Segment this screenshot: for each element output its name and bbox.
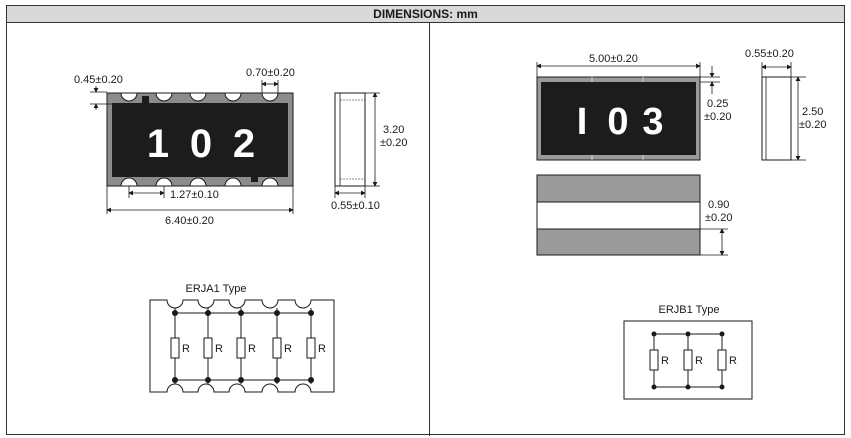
dim-length-label: 6.40±0.20	[165, 215, 214, 227]
dim-length-label: 5.00±0.20	[589, 53, 638, 65]
dim-width-label-2: ±0.20	[380, 137, 407, 149]
dim-gap-label: 0.70±0.20	[246, 67, 295, 79]
erjb1-front-view	[536, 174, 701, 256]
dim-side-width-label: 0.55±0.20	[745, 48, 794, 60]
marking-digit-2: 0	[190, 122, 212, 166]
panel-divider	[429, 23, 430, 436]
resistor-label: R	[729, 355, 737, 367]
dim-thick-label-1: 0.90	[708, 199, 729, 211]
resistor-label: R	[661, 355, 669, 367]
erja1-side-dimensions	[334, 92, 380, 198]
dim-height-label-1: 2.50	[802, 106, 823, 118]
erjb1-side-dimensions	[761, 62, 806, 161]
index-mark-bottom	[251, 173, 258, 182]
erja1-chip-top-view: 1 0 2	[106, 92, 294, 187]
erjb1-dimensions	[536, 62, 720, 94]
resistor-label: R	[182, 343, 190, 355]
erjb1-chip-top-view: I 0 3	[536, 76, 701, 161]
index-mark	[142, 96, 149, 105]
dim-pad-label-2: ±0.20	[704, 111, 731, 123]
erja1-side-view	[334, 92, 366, 187]
resistor-label: R	[695, 355, 703, 367]
dim-pitch-label: 1.27±0.10	[170, 189, 219, 201]
erja1-dimensions	[90, 80, 294, 214]
resistor-label: R	[318, 343, 326, 355]
dim-thickness-label: 0.55±0.10	[331, 200, 380, 212]
sheet-header: DIMENSIONS: mm	[7, 6, 844, 23]
resistor-label: R	[248, 343, 256, 355]
resistor-label: R	[215, 343, 223, 355]
erjb1-schematic	[623, 320, 753, 400]
marking-digit-1: I	[577, 101, 588, 143]
sheet-title: DIMENSIONS: mm	[373, 7, 478, 21]
dim-thick-label-2: ±0.20	[705, 212, 732, 224]
erjb1-side-view	[761, 76, 792, 161]
erjb1-thickness-dimension	[700, 228, 728, 256]
erja1-schematic	[149, 299, 335, 393]
dim-height-label-2: ±0.20	[799, 119, 826, 131]
dim-pad-label-1: 0.25	[707, 98, 728, 110]
dim-width-label-1: 3.20	[383, 124, 404, 136]
marking-digit-2: 0	[607, 101, 628, 143]
erjb1-schematic-title: ERJB1 Type	[659, 304, 720, 316]
marking-digit-3: 2	[233, 122, 255, 166]
marking-digit-3: 3	[642, 101, 663, 143]
dim-pad-label: 0.45±0.20	[74, 74, 123, 86]
erja1-schematic-title: ERJA1 Type	[186, 283, 247, 295]
marking-digit-1: 1	[147, 122, 169, 166]
resistor-label: R	[284, 343, 292, 355]
